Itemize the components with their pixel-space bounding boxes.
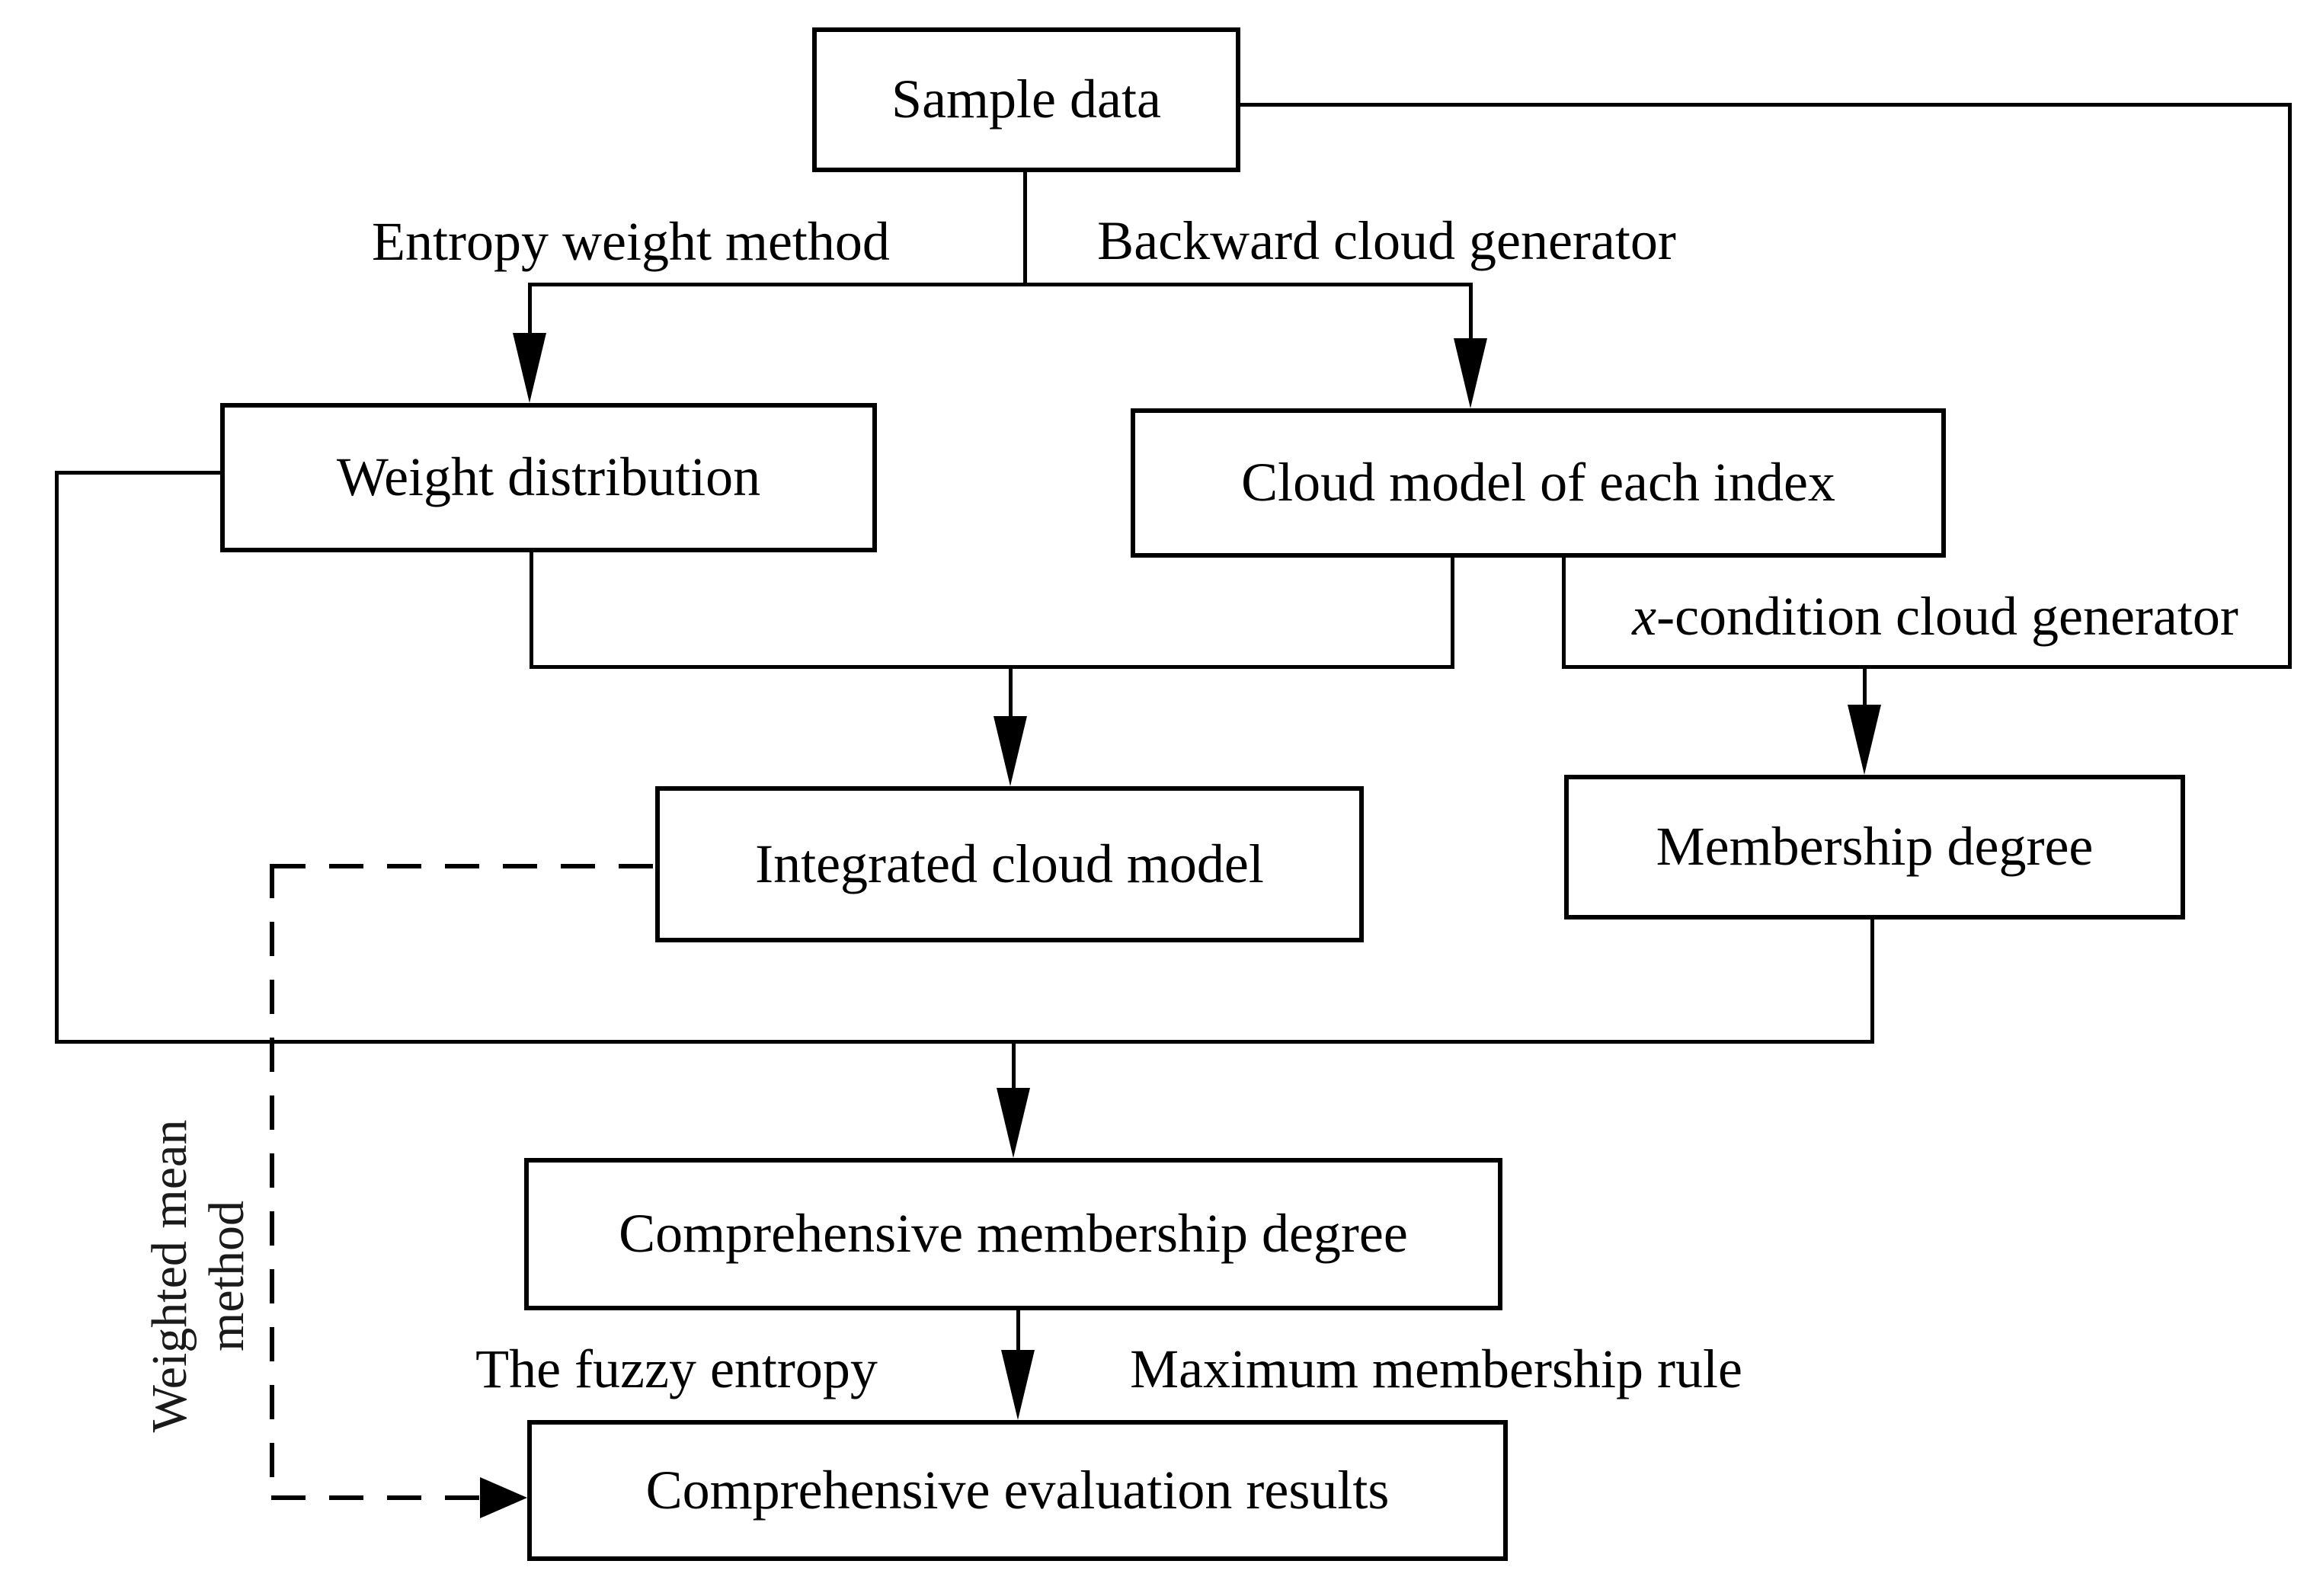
- box-comprehensive-membership: Comprehensive membership degree: [524, 1158, 1502, 1310]
- label-x-condition-cloud-generator: x-condition cloud generator: [1589, 586, 2282, 647]
- connector-sample-bottom: [1023, 172, 1027, 286]
- box-evaluation-results: Comprehensive evaluation results: [527, 1420, 1508, 1561]
- connector-weight-bottom-stub: [530, 552, 533, 669]
- arrow-down-cloud-icon: [1454, 338, 1487, 408]
- label-x-condition-rest: -condition cloud generator: [1656, 586, 2238, 647]
- dashed-vertical: [270, 864, 274, 1499]
- connector-to-weight: [528, 283, 532, 366]
- dashed-from-integrated: [271, 864, 655, 868]
- box-cloud-model-label: Cloud model of each index: [1241, 452, 1835, 513]
- connector-cloud-bottom-right-stub: [1562, 557, 1566, 669]
- connector-xcondition-line: [1562, 665, 2292, 669]
- label-weighted-mean-line1: Weighted mean: [142, 1119, 197, 1433]
- connector-sample-right: [1240, 103, 2292, 107]
- connector-cloud-bottom-left-stub: [1451, 557, 1454, 669]
- label-maximum-membership-rule: Maximum membership rule: [1130, 1339, 1742, 1399]
- connector-membership-bottom-stub: [1870, 919, 1874, 1044]
- label-weighted-mean-method: Weighted mean method: [141, 1078, 255, 1474]
- box-sample-data-label: Sample data: [891, 69, 1161, 130]
- box-evaluation-results-label: Comprehensive evaluation results: [645, 1459, 1390, 1521]
- box-cloud-model: Cloud model of each index: [1131, 408, 1946, 558]
- box-integrated-cloud-label: Integrated cloud model: [755, 833, 1264, 894]
- connector-to-cloud: [1469, 283, 1473, 374]
- box-membership-degree: Membership degree: [1564, 775, 2185, 920]
- box-weight-distribution-label: Weight distribution: [336, 446, 761, 508]
- dashed-to-results: [271, 1495, 480, 1500]
- box-integrated-cloud: Integrated cloud model: [655, 786, 1364, 942]
- connector-to-integrated: [1009, 665, 1013, 749]
- connector-right-vertical: [2288, 103, 2292, 669]
- box-comprehensive-membership-label: Comprehensive membership degree: [619, 1203, 1408, 1265]
- connector-junction1: [530, 665, 1454, 669]
- box-membership-degree-label: Membership degree: [1656, 816, 2094, 878]
- connector-weight-left-exit: [56, 471, 222, 475]
- arrow-down-membership-icon: [1848, 705, 1881, 775]
- connector-junction2: [55, 1040, 1874, 1044]
- connector-to-comp-membership: [1012, 1040, 1016, 1120]
- label-backward-cloud-generator: Backward cloud generator: [1097, 210, 1676, 271]
- box-weight-distribution: Weight distribution: [220, 403, 877, 552]
- connector-to-results: [1016, 1310, 1020, 1383]
- box-sample-data: Sample data: [812, 27, 1240, 172]
- arrow-down-integrated-icon: [994, 716, 1027, 786]
- label-fuzzy-entropy: The fuzzy entropy: [475, 1339, 878, 1399]
- label-x-condition-prefix: x: [1632, 586, 1657, 647]
- arrow-down-weight-icon: [513, 333, 546, 403]
- arrow-down-comp-membership-icon: [997, 1088, 1030, 1158]
- arrow-down-results-icon: [1001, 1350, 1035, 1420]
- label-weighted-mean-line2: method: [199, 1201, 254, 1351]
- connector-left-vertical: [55, 471, 59, 1044]
- arrow-right-results-icon: [480, 1477, 527, 1518]
- label-entropy-weight-method: Entropy weight method: [372, 211, 890, 272]
- connector-split-line: [528, 283, 1473, 286]
- connector-to-membership: [1863, 665, 1867, 737]
